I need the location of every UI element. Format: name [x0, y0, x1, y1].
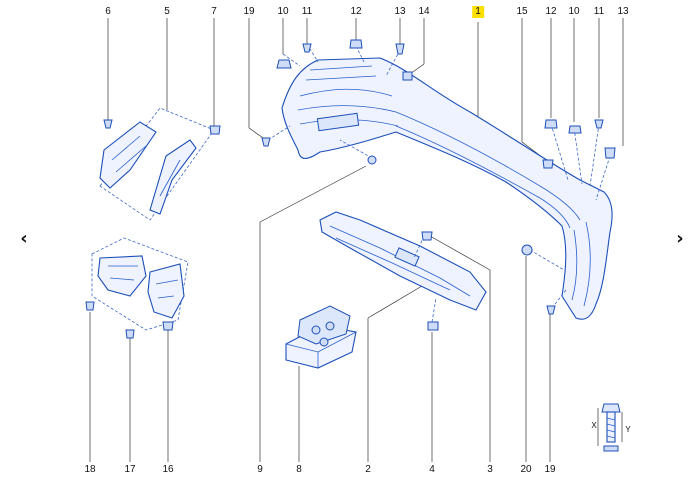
leader-lines — [89, 18, 624, 462]
callout-label: 13 — [617, 6, 629, 17]
callout-label: 5 — [164, 6, 170, 17]
bracket-assembly-part-5 — [99, 107, 221, 221]
inset-label-y: Y — [625, 425, 631, 434]
mounting-bracket-part-2 — [319, 211, 487, 331]
callout-label: 2 — [365, 464, 371, 475]
next-arrow-icon[interactable]: › — [676, 227, 684, 249]
callout-label: 8 — [296, 464, 302, 475]
callout-label: 11 — [301, 6, 313, 17]
callout-label: 7 — [211, 6, 217, 17]
callout-label: 12 — [545, 6, 557, 17]
callout-label: 20 — [520, 464, 532, 475]
callout-label: 4 — [429, 464, 435, 475]
screw-dimension-inset — [597, 403, 623, 452]
callout-label: 10 — [568, 6, 580, 17]
callout-label: 19 — [243, 6, 255, 17]
callout-label: 14 — [418, 6, 430, 17]
callout-label: 13 — [394, 6, 406, 17]
fitting-kit-part-8 — [285, 305, 357, 369]
bumper-fasteners — [261, 39, 616, 315]
inset-label-x: X — [591, 421, 597, 430]
callout-label: 9 — [257, 464, 263, 475]
callout-label: 18 — [84, 464, 96, 475]
callout-label: 10 — [277, 6, 289, 17]
callout-label: 12 — [350, 6, 362, 17]
callout-label-highlighted[interactable]: 1 — [472, 6, 484, 18]
callout-label: 15 — [516, 6, 528, 17]
bumper-cover-part-1 — [267, 43, 613, 320]
callout-label: 17 — [124, 464, 136, 475]
callout-label: 16 — [162, 464, 174, 475]
callout-label: 19 — [544, 464, 556, 475]
callout-label: 3 — [487, 464, 493, 475]
callout-label: 11 — [593, 6, 605, 17]
previous-arrow-icon[interactable]: ‹ — [20, 227, 28, 249]
callout-label: 6 — [105, 6, 111, 17]
bracket-assembly-part-16 — [85, 237, 189, 339]
